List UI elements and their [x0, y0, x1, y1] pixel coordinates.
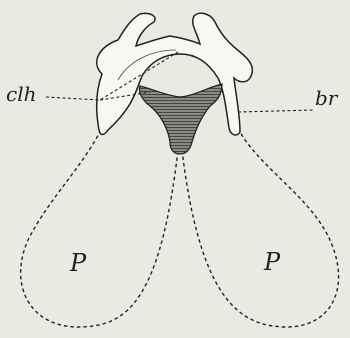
- br-leader-line: [238, 110, 314, 112]
- label-clh: clh: [6, 84, 36, 104]
- right-lobe-outline: [182, 132, 339, 327]
- label-right-lobe: P: [264, 250, 280, 274]
- label-left-lobe: P: [70, 251, 86, 275]
- hatched-cartilage: [139, 84, 222, 154]
- label-br: br: [315, 88, 337, 108]
- left-lobe-outline: [21, 130, 178, 327]
